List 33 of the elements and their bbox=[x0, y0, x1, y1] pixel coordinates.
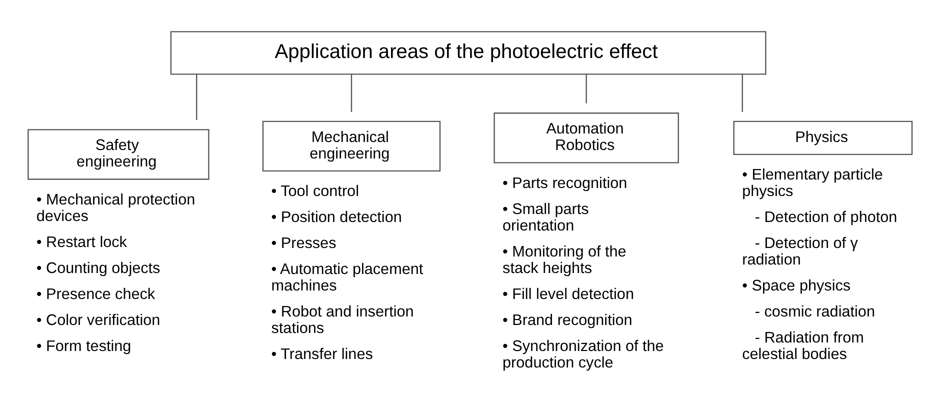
node-label: • Monitoring of the stack heights bbox=[502, 242, 626, 276]
node-label: • Robot and insertion stations bbox=[271, 303, 414, 337]
node-label: • Form testing bbox=[36, 337, 132, 354]
node-label: • Space physics bbox=[742, 277, 851, 294]
node-label: • Fill level detection bbox=[502, 285, 634, 302]
connector bbox=[586, 74, 587, 103]
node-label: • Transfer lines bbox=[271, 346, 373, 363]
node-label: • Automatic placement machines bbox=[271, 260, 424, 294]
node-label: - Detection of photon bbox=[754, 208, 898, 226]
node-label: - cosmic radiation bbox=[754, 303, 875, 320]
node-box: Physics bbox=[733, 120, 913, 155]
node-label: • Elementary particle physics bbox=[742, 166, 883, 200]
node-label: - Detection of γ radiation bbox=[742, 234, 858, 268]
node-label: • Presence check bbox=[36, 285, 156, 302]
connector bbox=[350, 74, 352, 112]
connector bbox=[196, 74, 198, 120]
node-box: Automation Robotics bbox=[494, 112, 679, 163]
node-label: • Counting objects bbox=[36, 259, 160, 276]
node-box: Safety engineering bbox=[28, 128, 210, 180]
node-label: • Restart lock bbox=[36, 233, 127, 250]
node-label: • Parts recognition bbox=[502, 174, 628, 192]
node-label: • Brand recognition bbox=[502, 311, 632, 328]
connector bbox=[742, 74, 743, 112]
node-label: • Synchronization of the production cycle bbox=[502, 337, 664, 371]
node-label: • Position detection bbox=[271, 208, 402, 226]
node-label: • Tool control bbox=[271, 182, 359, 200]
node-label: • Small parts orientation bbox=[502, 200, 589, 234]
node-label: • Mechanical protection devices bbox=[36, 190, 196, 225]
node-box: Mechanical engineering bbox=[262, 120, 441, 172]
node-label: • Presses bbox=[271, 234, 336, 252]
node-label: - Radiation from celestial bodies bbox=[742, 329, 864, 363]
node-box: Application areas of the photoelectric effect bbox=[170, 30, 766, 74]
node-label: • Color verification bbox=[36, 311, 160, 328]
